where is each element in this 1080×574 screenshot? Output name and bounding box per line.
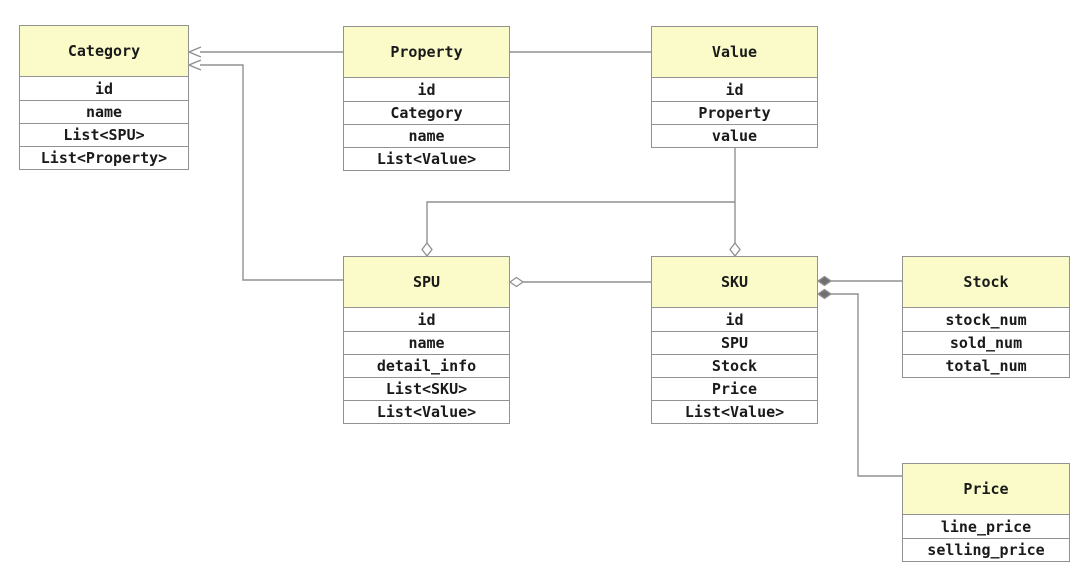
field-row-sku: SPU <box>652 331 817 354</box>
field-row-price: line_price <box>903 515 1069 538</box>
field-label: List<SPU> <box>63 126 145 144</box>
field-row-property: name <box>344 124 509 147</box>
field-label: List<Property> <box>40 149 168 167</box>
field-label: List<SKU> <box>385 380 468 398</box>
field-label: Price <box>711 380 758 398</box>
entity-header-sku[interactable]: SKU <box>652 257 817 308</box>
entity-stock[interactable]: Stock stock_num sold_num total_num <box>902 256 1070 378</box>
field-row-category: List<SPU> <box>20 123 188 146</box>
field-row-category: name <box>20 100 188 123</box>
field-row-property: Category <box>344 101 509 124</box>
relation-line <box>426 201 735 243</box>
entity-title: Stock <box>963 273 1009 291</box>
field-row-spu: detail_info <box>344 354 509 377</box>
entity-title: SKU <box>720 273 749 291</box>
entity-header-stock[interactable]: Stock <box>903 257 1069 308</box>
field-label: detail_info <box>376 357 477 375</box>
filled-diamond-icon <box>816 275 833 287</box>
field-label: name <box>408 334 445 352</box>
open-arrowhead-icon <box>187 46 202 58</box>
relation-line <box>200 64 343 281</box>
field-label: SPU <box>720 334 749 352</box>
entity-title: Property <box>390 43 463 61</box>
field-row-value: value <box>652 124 817 147</box>
entity-title: Price <box>963 480 1009 498</box>
field-row-property: List<Value> <box>344 147 509 170</box>
entity-title: SPU <box>412 273 441 291</box>
relation-property-category <box>187 46 343 58</box>
open-diamond-icon <box>508 276 525 288</box>
entity-price[interactable]: Price line_price selling_price <box>902 463 1070 562</box>
relation-line <box>831 293 902 477</box>
field-row-sku: Price <box>652 377 817 400</box>
field-label: Category <box>390 104 463 122</box>
open-diamond-icon <box>421 241 433 258</box>
field-label: name <box>408 127 445 145</box>
entity-header-value[interactable]: Value <box>652 27 817 78</box>
open-arrowhead-icon <box>187 59 202 71</box>
field-label: Stock <box>711 357 758 375</box>
entity-header-price[interactable]: Price <box>903 464 1069 515</box>
field-row-property: id <box>344 78 509 101</box>
relation-sku-spu <box>508 276 651 288</box>
field-row-category: id <box>20 77 188 100</box>
entity-header-category[interactable]: Category <box>20 26 188 77</box>
field-label: id <box>725 80 744 99</box>
entity-header-property[interactable]: Property <box>344 27 509 78</box>
field-label: List<Value> <box>376 403 477 421</box>
field-row-value: Property <box>652 101 817 124</box>
field-label: id <box>94 79 114 98</box>
relation-spu-category <box>187 59 343 281</box>
field-row-spu: List<SKU> <box>344 377 509 400</box>
field-label: List<Value> <box>684 403 785 421</box>
field-row-spu: name <box>344 331 509 354</box>
relation-sku-stock <box>816 275 902 287</box>
field-label: name <box>85 103 123 121</box>
field-row-stock: stock_num <box>903 308 1069 331</box>
field-label: value <box>711 127 758 145</box>
field-label: selling_price <box>927 541 1045 559</box>
field-row-sku: Stock <box>652 354 817 377</box>
field-label: total_num <box>945 357 1027 375</box>
field-label: id <box>417 310 436 329</box>
field-label: sold_num <box>949 334 1023 352</box>
field-label: id <box>725 310 744 329</box>
field-label: List<Value> <box>376 150 477 168</box>
field-label: stock_num <box>945 310 1027 329</box>
field-row-stock: total_num <box>903 354 1069 377</box>
entity-title: Category <box>67 42 141 60</box>
field-row-spu: List<Value> <box>344 400 509 423</box>
relation-value-sku <box>729 146 741 258</box>
field-row-sku: id <box>652 308 817 331</box>
open-diamond-icon <box>729 241 741 258</box>
entity-title: Value <box>711 43 758 61</box>
relation-value-spu <box>421 201 735 258</box>
field-row-category: List<Property> <box>20 146 188 169</box>
field-row-spu: id <box>344 308 509 331</box>
field-row-stock: sold_num <box>903 331 1069 354</box>
field-label: id <box>417 80 436 99</box>
field-label: Property <box>698 104 771 122</box>
field-row-price: selling_price <box>903 538 1069 561</box>
filled-diamond-icon <box>816 288 833 300</box>
entity-header-spu[interactable]: SPU <box>344 257 509 308</box>
field-label: line_price <box>940 517 1032 536</box>
field-row-value: id <box>652 78 817 101</box>
field-row-sku: List<Value> <box>652 400 817 423</box>
relation-sku-price <box>816 288 902 477</box>
